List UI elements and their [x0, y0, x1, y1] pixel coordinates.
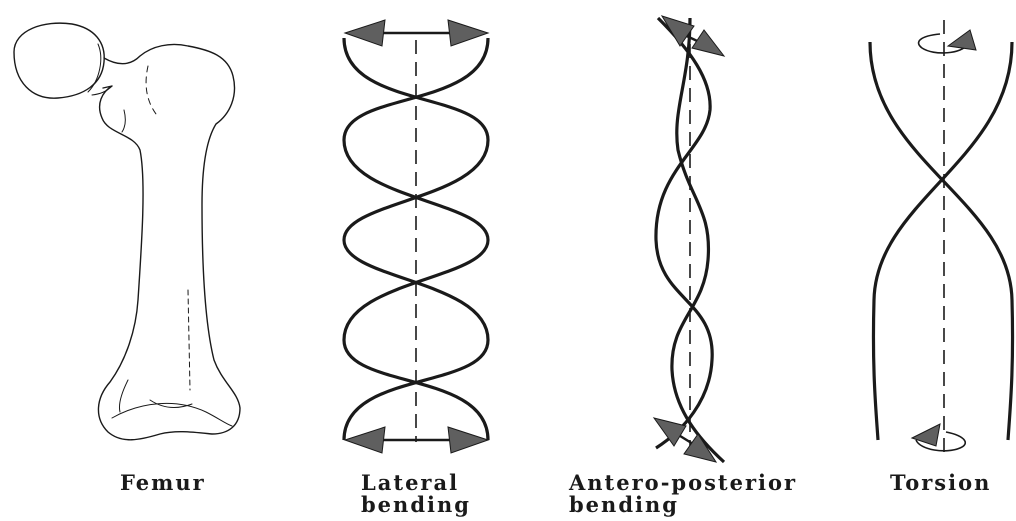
ap-top-right-arrowhead: [692, 30, 724, 56]
lateral-top-right-arrowhead: [448, 20, 488, 46]
femur-caption-text: Femur: [120, 472, 206, 494]
femur-head-shading: [88, 44, 101, 92]
ap-bending-drawing: [656, 18, 724, 462]
femur-inner-line: [122, 110, 125, 132]
femur-drawing: [14, 23, 240, 440]
ap-curve-b: [672, 18, 724, 462]
lateral-bottom-left-arrowhead: [345, 427, 385, 453]
torsion-caption-text: Torsion: [890, 472, 991, 494]
femur-outline: [98, 44, 240, 439]
ap-bottom-left-arrowhead: [654, 418, 686, 446]
lateral-top-left-arrowhead: [345, 20, 385, 46]
femur-caption: Femur: [120, 472, 206, 494]
femur-head: [14, 23, 104, 98]
lateral-caption-line1: Lateral: [361, 472, 471, 494]
lateral-bending-drawing: [344, 33, 488, 442]
lateral-caption-line2: bending: [361, 494, 471, 516]
lateral-bending-caption: Lateral bending: [361, 472, 471, 516]
torsion-drawing: [870, 20, 1013, 452]
torsion-curve-b: [873, 42, 1012, 440]
torsion-caption: Torsion: [890, 472, 991, 494]
ap-caption-line2: bending: [569, 494, 797, 516]
ap-caption-line1: Antero-posterior: [569, 472, 797, 494]
femur-shaft-line: [188, 290, 190, 390]
ap-bending-caption: Antero-posterior bending: [569, 472, 797, 516]
femur-condyle-line-3: [119, 380, 128, 412]
femur-trochanter-line: [146, 66, 156, 114]
lateral-bottom-right-arrowhead: [448, 427, 488, 453]
torsion-bottom-arrowhead: [912, 424, 940, 446]
torsion-top-arrowhead: [948, 30, 976, 50]
femur-condyle-line: [112, 403, 232, 426]
